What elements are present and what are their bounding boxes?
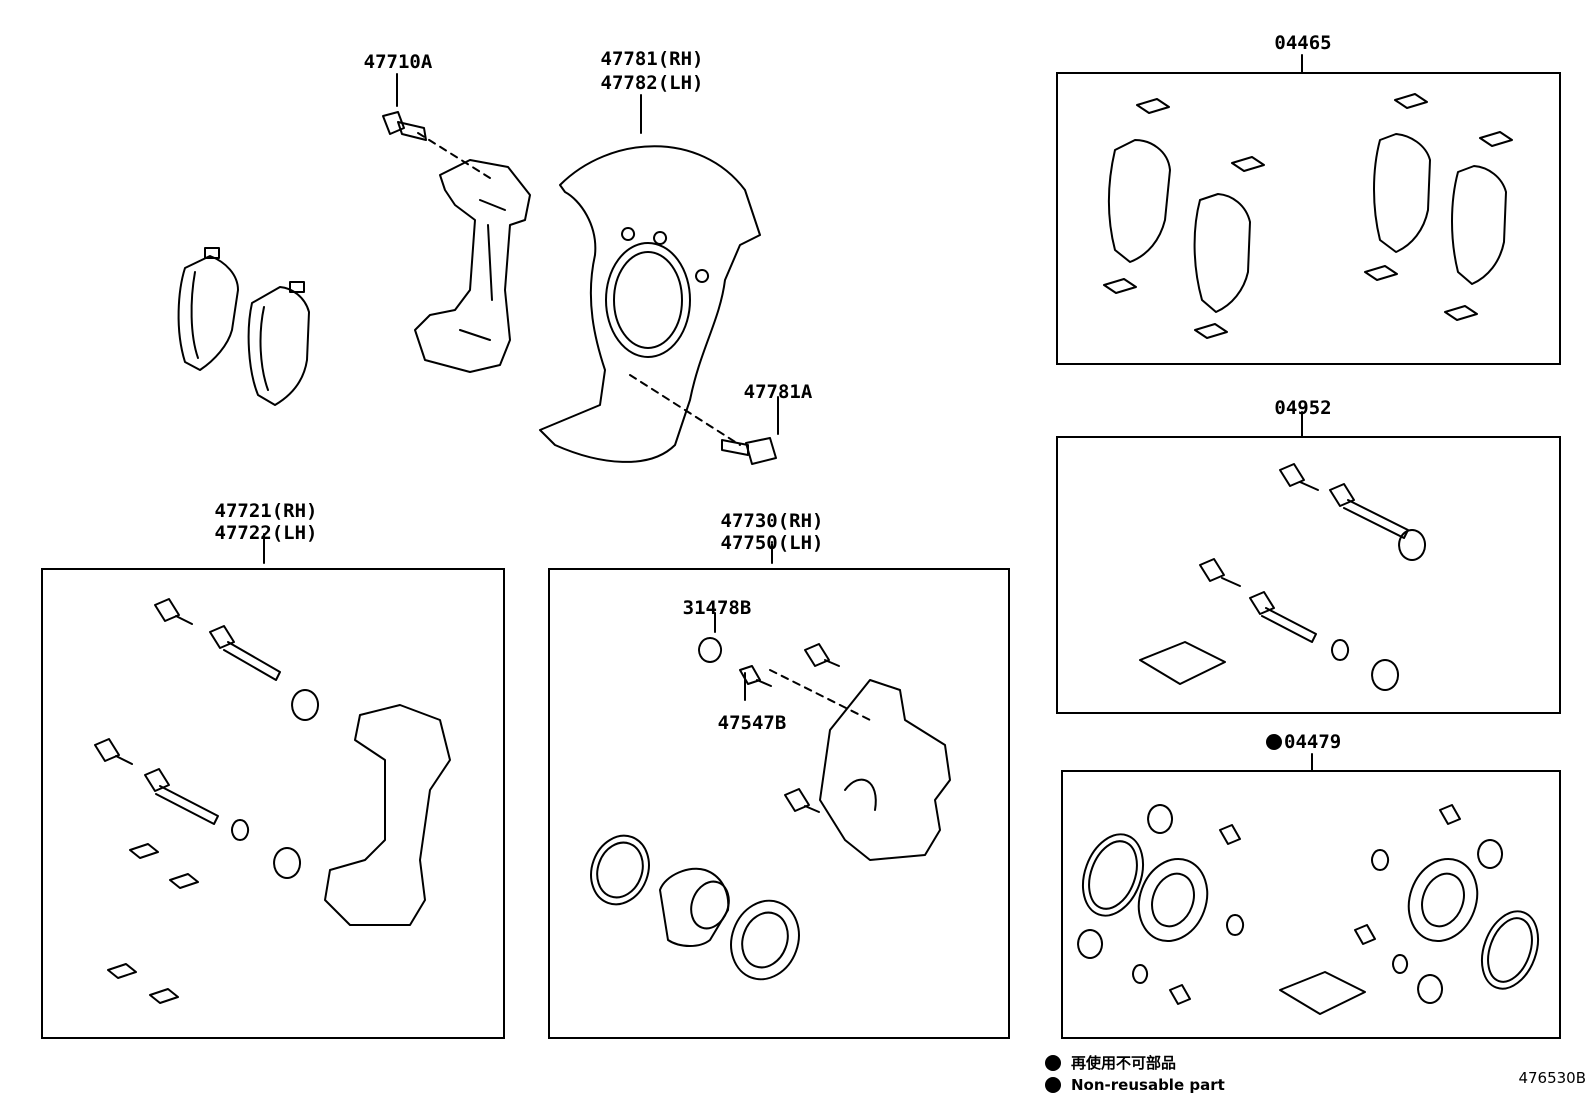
seal-kit-box — [1061, 770, 1561, 1039]
label-bleeder-cap[interactable]: 31478B — [682, 597, 752, 619]
caliper-kit-box — [548, 568, 1010, 1039]
label-dust-cover-rh[interactable]: 47781(RH) — [600, 48, 704, 70]
caliper-kit-art — [590, 637, 951, 981]
label-carrier-bolt[interactable]: 47710A — [363, 51, 433, 73]
dashed-lines — [417, 132, 871, 721]
leader-lines — [263, 54, 1313, 771]
caliper-carrier-upper — [414, 159, 531, 373]
legend-jp: 再使用不可部品 — [1045, 1052, 1176, 1073]
label-dust-cover-bolt[interactable]: 47781A — [743, 381, 813, 403]
legend-en: Non-reusable part — [1045, 1076, 1225, 1094]
slide-pin-kit-art — [1139, 463, 1426, 691]
label-bleeder-plug[interactable]: 47547B — [717, 712, 787, 734]
dust-cover-bolt — [721, 437, 777, 465]
label-slide-pin-kit[interactable]: 04952 — [1274, 397, 1332, 419]
slide-pin-kit-box — [1056, 436, 1561, 714]
legend-jp-text: 再使用不可部品 — [1071, 1054, 1177, 1072]
carrier-kit-art — [94, 598, 451, 1004]
carrier-kit-box — [41, 568, 505, 1039]
legend-en-text: Non-reusable part — [1071, 1076, 1225, 1094]
pad-kit-box — [1056, 72, 1561, 365]
label-seal-kit-text: 04479 — [1284, 731, 1342, 753]
diagram-code: 476530B — [1518, 1069, 1586, 1087]
label-carrier-lh[interactable]: 47722(LH) — [214, 522, 318, 544]
label-seal-kit[interactable]: 04479 — [1266, 731, 1341, 753]
pad-kit-art — [1103, 93, 1513, 339]
label-carrier-rh[interactable]: 47721(RH) — [214, 500, 318, 522]
legend-dot-icon — [1045, 1054, 1061, 1071]
brake-pads-top-left — [177, 247, 310, 406]
seal-kit-art — [1077, 804, 1540, 1015]
label-caliper-lh[interactable]: 47750(LH) — [720, 532, 824, 554]
label-caliper-rh[interactable]: 47730(RH) — [720, 510, 824, 532]
dust-cover — [539, 145, 761, 463]
carrier-bolt — [382, 111, 427, 141]
legend-dot-icon — [1045, 1077, 1061, 1093]
label-pad-kit[interactable]: 04465 — [1274, 32, 1332, 54]
label-dust-cover-lh[interactable]: 47782(LH) — [600, 72, 704, 94]
non-reusable-marker-icon — [1266, 734, 1282, 750]
